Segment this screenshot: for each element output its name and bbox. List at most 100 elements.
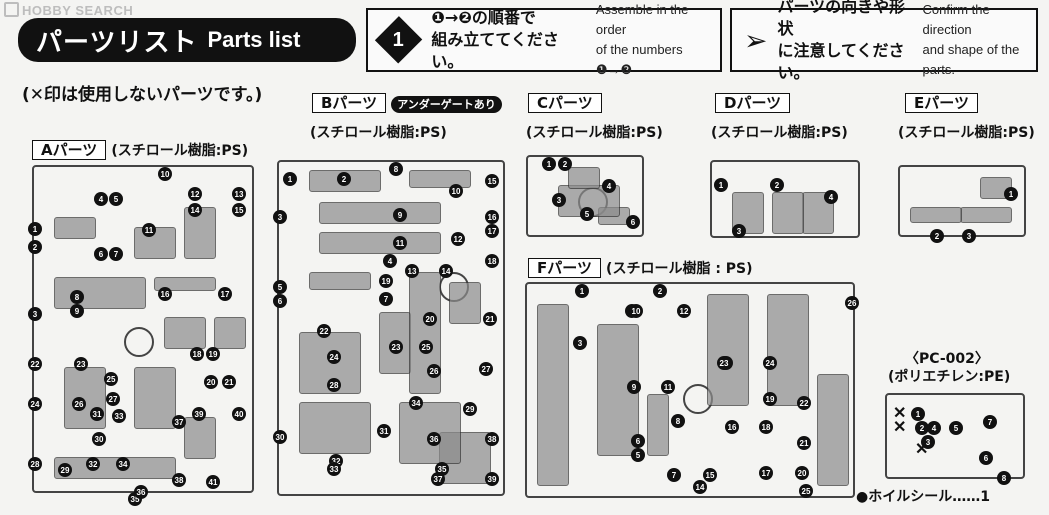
part-number-c-5: 5 [580,207,594,221]
instruction-order-jp-1: ❶→❷の順番で [431,8,536,27]
part-number-d-2: 2 [770,178,784,192]
part-shape [184,207,216,259]
instruction-direction-en-1: Confirm the direction [922,2,990,37]
section-b-label: Bパーツ [312,93,387,113]
part-number-a-14: 14 [188,203,202,217]
part-number-pc-7: 7 [983,415,997,429]
pc-material: (ポリエチレン:PE) [888,369,1011,385]
part-number-f-14: 14 [693,480,707,494]
part-number-a-5: 5 [109,192,123,206]
part-number-b-8: 8 [389,162,403,176]
instruction-direction-jp-2: に注意してください。 [777,41,905,82]
part-number-b-36: 36 [427,432,441,446]
part-number-f-16: 16 [725,420,739,434]
part-number-d-3: 3 [732,224,746,238]
part-number-b-4: 4 [383,254,397,268]
part-number-b-31: 31 [377,424,391,438]
part-shape [449,282,481,324]
under-gate-badge: アンダーゲートあり [391,96,502,113]
section-c-header: Cパーツ [528,93,602,113]
part-number-b-9: 9 [393,208,407,222]
instruction-direction: ➢ パーツの向きや形状 に注意してください。 Confirm the direc… [730,0,1038,82]
part-number-f-26: 26 [845,296,859,310]
part-number-f-1: 1 [575,284,589,298]
part-shape [707,294,749,406]
part-number-b-7: 7 [379,292,393,306]
part-number-a-15: 15 [232,203,246,217]
unused-parts-note: (✕印は使用しないパーツです。) [22,85,263,105]
part-shape [64,367,106,429]
part-shape [54,277,146,309]
part-number-c-4: 4 [602,179,616,193]
part-number-b-16: 16 [485,210,499,224]
part-number-a-6: 6 [94,247,108,261]
part-number-a-13: 13 [232,187,246,201]
part-number-c-6: 6 [626,215,640,229]
part-shape [319,202,441,224]
part-number-a-12: 12 [188,187,202,201]
part-number-b-38: 38 [485,432,499,446]
part-number-a-28: 28 [28,457,42,471]
section-d-material: (スチロール樹脂:PS) [711,125,848,141]
section-f-label: Fパーツ [528,258,601,278]
part-number-a-1: 1 [28,222,42,236]
part-shape [960,207,1012,223]
part-number-a-27: 27 [106,392,120,406]
instruction-direction-jp-1: パーツの向きや形状 [777,0,906,38]
part-number-pc-2: 2 [915,421,929,435]
part-number-a-22: 22 [28,357,42,371]
part-number-e-1: 1 [1004,187,1018,201]
part-number-b-29: 29 [463,402,477,416]
part-shape [134,367,176,429]
part-shape [309,272,371,290]
title-jp: パーツリスト [36,27,198,58]
part-number-a-29: 29 [58,463,72,477]
section-f-header: Fパーツ (スチロール樹脂 : PS) [528,258,753,278]
part-number-b-19: 19 [379,274,393,288]
part-number-a-23: 23 [74,357,88,371]
part-number-a-38: 38 [172,473,186,487]
part-number-a-39: 39 [192,407,206,421]
part-number-f-20: 20 [795,466,809,480]
section-c-label: Cパーツ [528,93,602,113]
part-number-b-39: 39 [485,472,499,486]
unused-x-icon: ✕ [893,405,907,422]
part-number-a-34: 34 [116,457,130,471]
part-number-b-15: 15 [485,174,499,188]
part-number-pc-6: 6 [979,451,993,465]
step-diamond-icon: 1 [374,16,423,64]
instruction-order-en-1: Assemble in the order [595,2,689,37]
section-a-material: (スチロール樹脂:PS) [111,143,249,159]
part-number-f-19: 19 [763,392,777,406]
part-number-f-11: 11 [661,380,675,394]
part-shape [647,394,669,456]
section-e-material: (スチロール樹脂:PS) [898,125,1035,141]
part-shape [299,402,371,454]
watermark: HOBBY SEARCH [4,2,133,18]
section-d-label: Dパーツ [715,93,791,113]
part-number-b-34: 34 [409,396,423,410]
part-number-a-31: 31 [90,407,104,421]
part-number-b-20: 20 [423,312,437,326]
part-number-a-25: 25 [104,372,118,386]
instruction-order-jp-2: 組み立ててください。 [431,30,559,71]
part-number-f-22: 22 [797,396,811,410]
part-shape [319,232,441,254]
part-number-f-6: 6 [631,434,645,448]
foil-sticker-count: ●ホイルシール……1 [856,489,990,505]
part-number-b-26: 26 [427,364,441,378]
part-number-c-3: 3 [552,193,566,207]
part-number-b-30: 30 [273,430,287,444]
part-number-a-8: 8 [70,290,84,304]
part-number-pc-8: 8 [997,471,1011,485]
instruction-direction-en-2: and shape of the parts. [922,42,1020,77]
part-number-b-21: 21 [483,312,497,326]
part-number-a-41: 41 [206,475,220,489]
part-shape [164,317,206,349]
part-number-a-37: 37 [172,415,186,429]
part-shape [817,374,849,486]
